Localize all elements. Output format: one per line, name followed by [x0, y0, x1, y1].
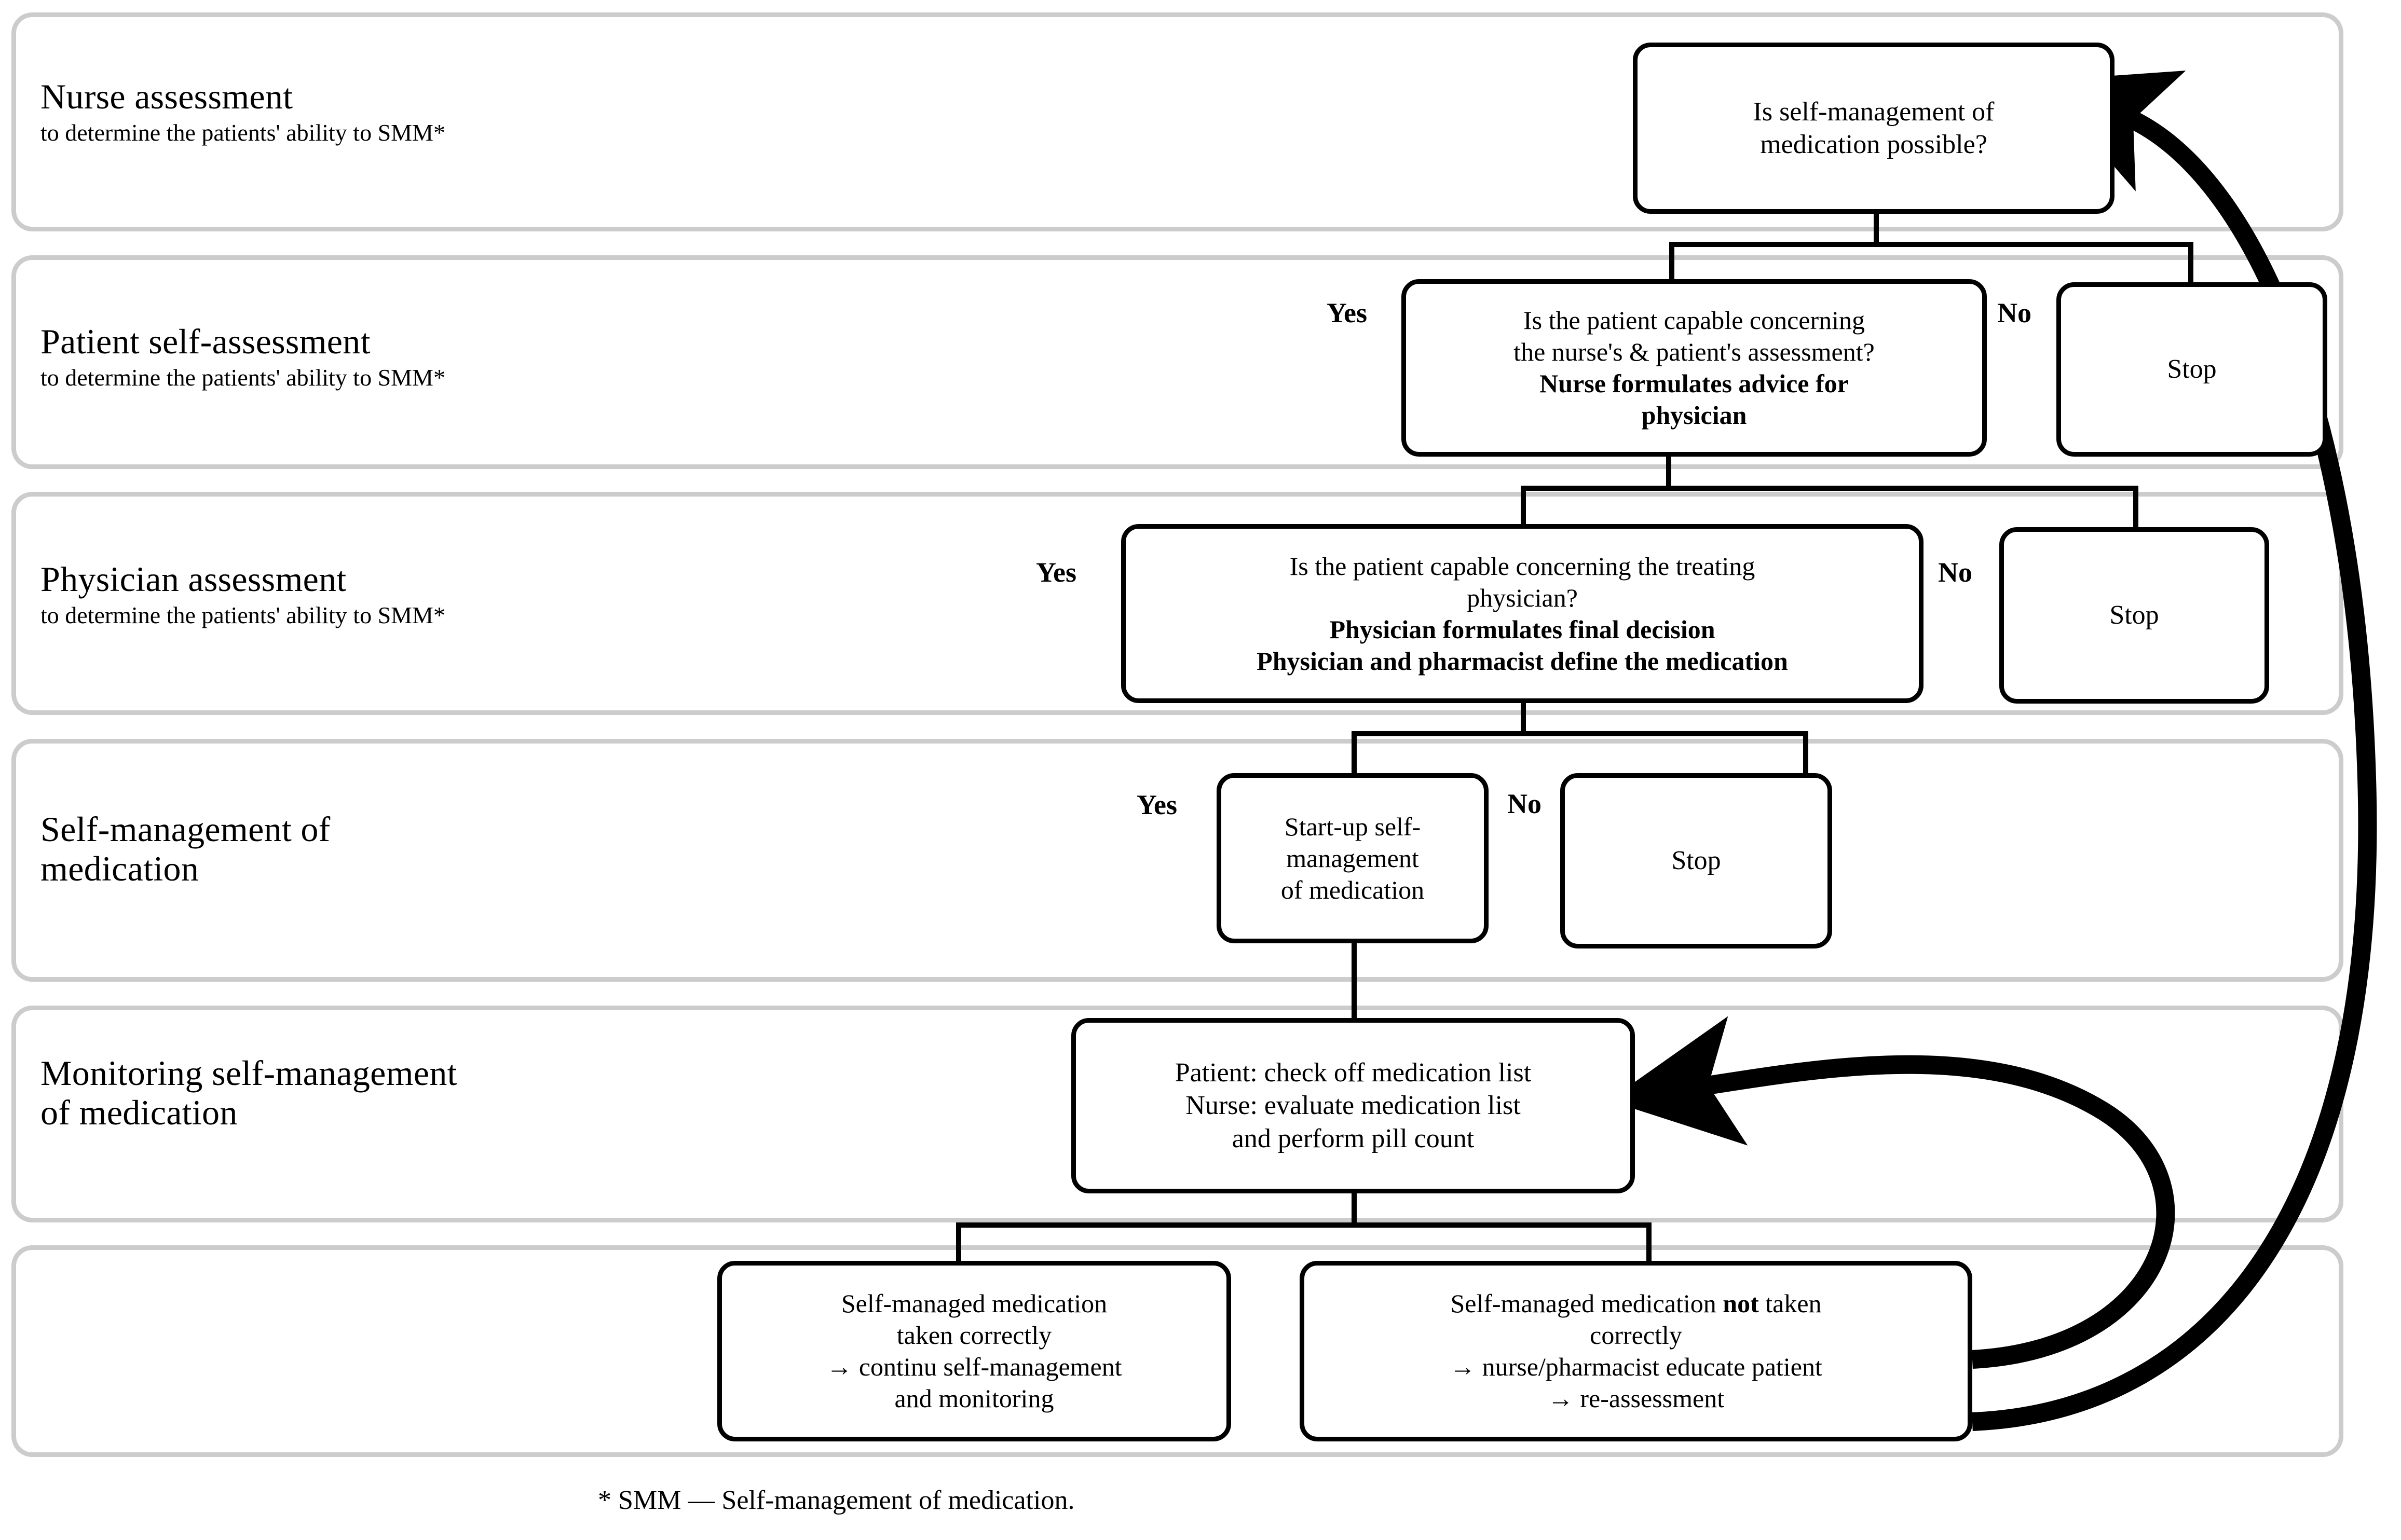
- connector-r1-fork-right: [2188, 242, 2193, 282]
- connector-r1-stem: [1874, 214, 1879, 245]
- connector-r5-fork-bar: [956, 1222, 1652, 1228]
- lane-title-patient-self-assessment: Patient self-assessment: [40, 322, 371, 361]
- connector-r2-fork-bar: [1521, 486, 2138, 491]
- connector-r3-fork-left: [1352, 731, 1357, 774]
- connector-r3-stem: [1521, 703, 1526, 734]
- lane-label-physician-assessment: Physician assessment to determine the pa…: [40, 559, 923, 629]
- connector-r3-fork-bar: [1352, 731, 1808, 736]
- lane-title-physician-assessment: Physician assessment: [40, 559, 347, 599]
- node-stop-row2-text: Stop: [2167, 354, 2217, 384]
- connector-r2-fork-left: [1521, 486, 1526, 527]
- lane-label-patient-self-assessment: Patient self-assessment to determine the…: [40, 322, 923, 391]
- connector-r2-fork-right: [2133, 486, 2138, 527]
- lane-subtitle-nurse-assessment: to determine the patients' ability to SM…: [40, 119, 445, 146]
- lane-subtitle-patient-self-assessment: to determine the patients' ability to SM…: [40, 364, 445, 391]
- footnote-smm: * SMM — Self-management of medication.: [598, 1486, 1075, 1515]
- lane-subtitle-physician-assessment: to determine the patients' ability to SM…: [40, 602, 445, 629]
- node-stop-row2[interactable]: Stop: [2056, 282, 2327, 457]
- connector-r4-to-r5: [1352, 943, 1357, 1047]
- branch-label-row4-no: No: [1507, 788, 1541, 819]
- node-stop-row4[interactable]: Stop: [1560, 773, 1832, 948]
- branch-label-row3-yes: Yes: [1036, 557, 1076, 588]
- node-stop-row4-text: Stop: [1671, 846, 1721, 876]
- connector-r1-fork-left: [1669, 242, 1674, 282]
- node-decision-physician-text: Is the patient capable concerning the tr…: [1257, 551, 1788, 676]
- node-stop-row3[interactable]: Stop: [1999, 527, 2269, 704]
- lane-title-self-management: Self-management of medication: [40, 809, 331, 889]
- lane-label-self-management: Self-management of medication: [40, 809, 923, 888]
- lane-label-monitoring: Monitoring self-management of medication: [40, 1053, 1027, 1132]
- connector-r2-stem: [1666, 457, 1671, 489]
- lane-title-nurse-assessment: Nurse assessment: [40, 77, 293, 116]
- branch-label-row3-no: No: [1938, 557, 1972, 588]
- node-stop-row3-text: Stop: [2109, 600, 2159, 630]
- connector-r5-stem: [1352, 1193, 1357, 1226]
- connector-r5-fork-right: [1646, 1222, 1652, 1264]
- connector-r5-fork-left: [956, 1222, 961, 1264]
- branch-label-row2-no: No: [1997, 297, 2031, 328]
- lane-title-monitoring: Monitoring self-management of medication: [40, 1053, 457, 1133]
- connector-r1-fork-bar: [1669, 242, 2193, 247]
- branch-label-row4-yes: Yes: [1137, 789, 1177, 820]
- connector-r3-fork-right: [1803, 731, 1808, 774]
- node-decision-physician[interactable]: Is the patient capable concerning the tr…: [1121, 524, 1923, 703]
- lane-label-nurse-assessment: Nurse assessment to determine the patien…: [40, 77, 923, 146]
- branch-label-row2-yes: Yes: [1327, 297, 1367, 328]
